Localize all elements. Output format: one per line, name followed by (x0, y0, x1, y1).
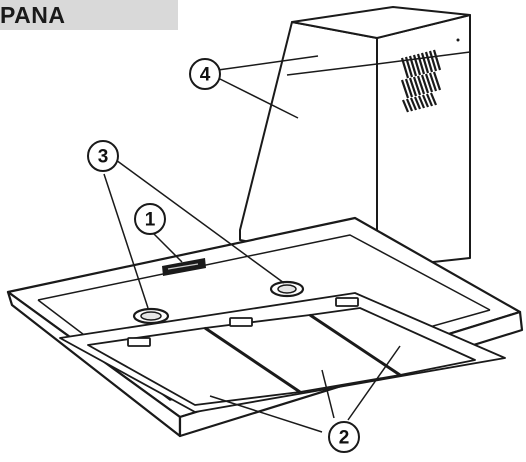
chimney (239, 6, 471, 269)
callout-1-label: 1 (145, 210, 156, 231)
callout-3-label: 3 (98, 147, 109, 168)
leader-lines (103, 55, 401, 433)
callout-2: 2 (328, 421, 360, 453)
callout-4: 4 (189, 58, 221, 90)
filter-area (59, 292, 506, 413)
lamps (132, 280, 305, 325)
callout-4-label: 4 (200, 65, 211, 86)
callout-2-label: 2 (339, 428, 350, 449)
vent-slots (400, 38, 460, 113)
callout-1: 1 (134, 203, 166, 235)
page-title: PANA (0, 2, 66, 28)
control-panel (162, 258, 206, 276)
callout-3: 3 (87, 140, 119, 172)
title-band (0, 0, 178, 30)
